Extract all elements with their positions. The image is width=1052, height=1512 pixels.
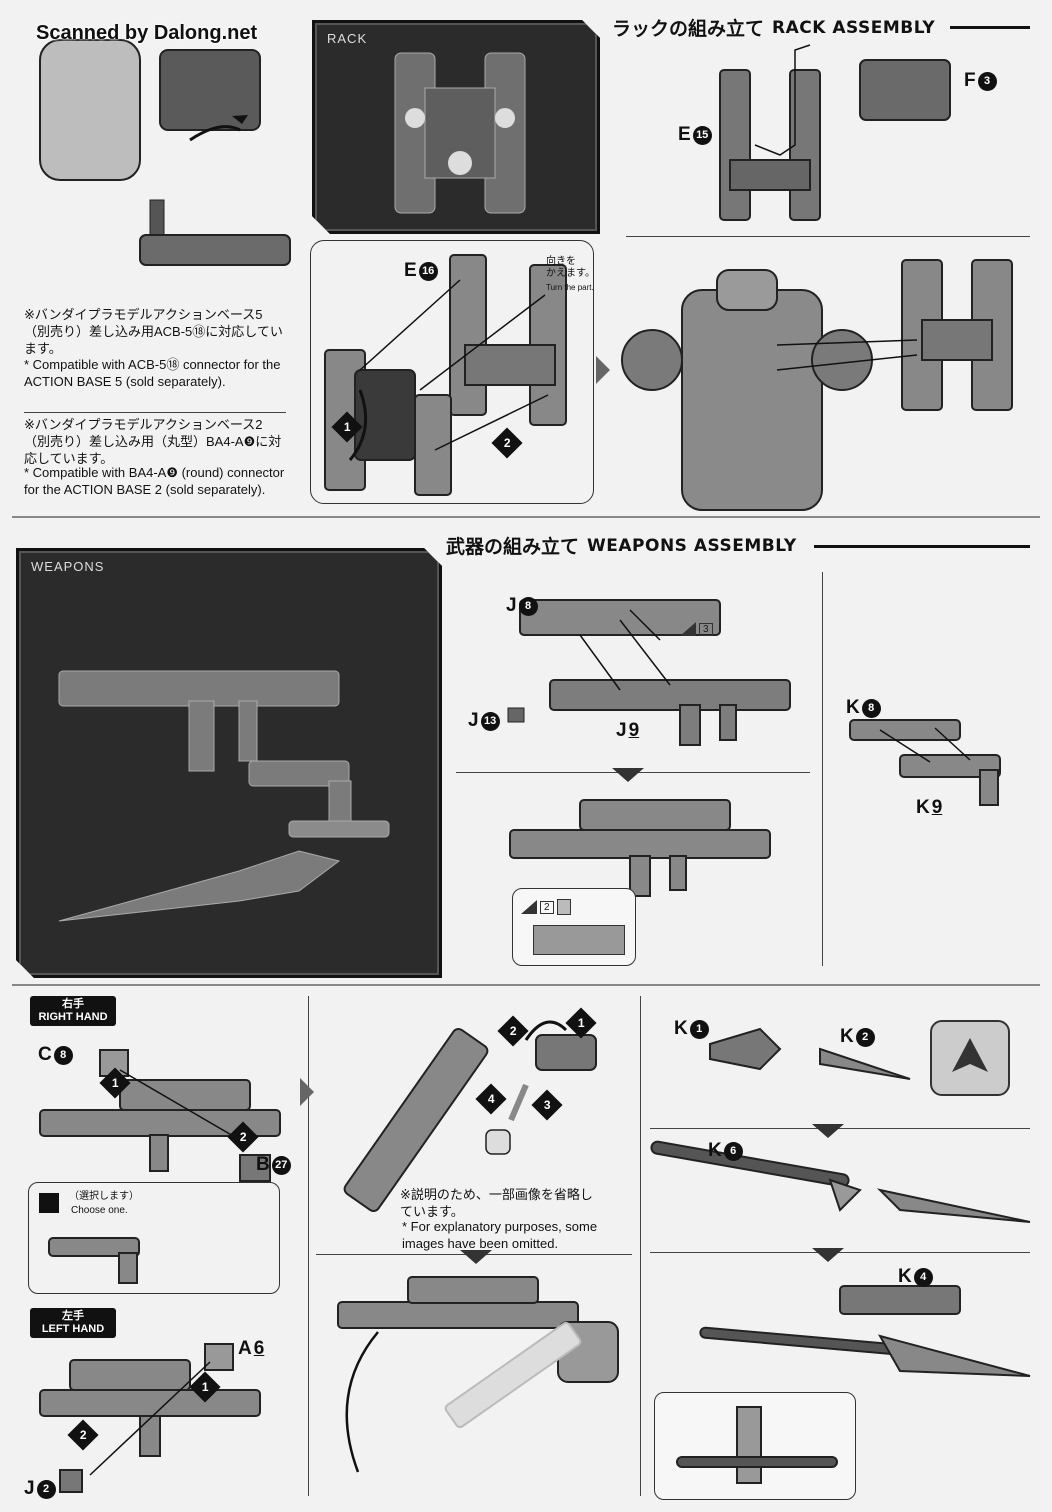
right-hand-tag: 右手 RIGHT HAND [30,996,116,1026]
choose-one-en: Choose one. [71,1205,128,1216]
notes-divider [24,412,286,413]
rifle-held-illustration [337,1276,619,1473]
seal-detail-box: 2 [512,888,636,966]
weapons-column-divider [822,572,823,966]
robot-with-rack-illustration [621,259,1013,511]
weapons-header-rule [814,545,1030,548]
weapons-preview-label: WEAPONS [31,559,105,574]
weapons-preview-panel: WEAPONS [16,548,442,978]
weapons-assembly-header: 武器の組み立て WEAPONS ASSEMBLY [446,532,797,559]
spear-shaft-illustration [650,1140,1031,1223]
base-note-1-en: * Compatible with ACB-5⑱ connector for t… [24,357,281,389]
spear-complete-illustration [699,1285,1031,1377]
rack-header-jp: ラックの組み立て [612,18,765,40]
rack-flow-arrow [596,356,610,384]
rack-preview-label: RACK [327,31,368,46]
turn-part-note-jp: 向きを かえます。 [546,256,595,279]
stand-illustration [39,39,291,266]
left-hand-tag: 左手 LEFT HAND [30,1308,116,1338]
hands-flow-arrow [300,1078,314,1106]
weapons-preview-image [39,611,419,951]
rack-header-en: RACK ASSEMBLY [772,17,936,38]
hands-column-divider-1 [308,996,309,1496]
page-mid-divider [12,984,1040,986]
rack-part-e16-illustration [324,254,567,496]
rack-preview-panel: RACK [312,20,600,234]
rifle-right-hand-illustration [39,1049,281,1182]
choose-one-box: （選択します） Choose one. [28,1182,280,1294]
weapons-header-jp: 武器の組み立て [446,536,580,558]
omit-note-jp: ※説明のため、一部画像を省略しています。 [400,1187,593,1219]
base-note-2-en: * Compatible with BA4-A❾ (round) connect… [24,465,285,497]
rack-header-rule [950,26,1030,29]
rifle-complete-illustration [509,799,771,897]
weapons-header-en: WEAPONS ASSEMBLY [587,535,797,556]
rifle-left-hand-illustration [39,1343,261,1493]
k-part-assembly-illustration [849,719,1001,806]
spear-rack-inset-image [676,1406,838,1484]
rack-step-box [310,240,594,504]
turn-part-note-en: Turn the part. [546,283,594,292]
hands-column-divider-2 [640,996,641,1496]
choose-one-jp: （選択します） [69,1191,139,1202]
spear-flow-arrow-2 [812,1248,844,1262]
seal-3-marker: 3 [680,622,713,636]
rifle-assembly-illustration [507,599,791,746]
spear-detail-icon [952,1038,988,1072]
rack-assembly-header: ラックの組み立て RACK ASSEMBLY [612,14,935,41]
base-note-1-jp: ※バンダイプラモデルアクションベース5（別売り）差し込み用ACB-5⑱に対応して… [24,307,283,356]
page-top-divider [12,516,1040,518]
rack-preview-image [385,48,535,218]
base-note-2-jp: ※バンダイプラモデルアクションベース2（別売り）差し込み用（丸型）BA4-A❾に… [24,417,282,466]
spear-rack-inset [654,1392,856,1500]
spear-detail-inset [930,1020,1010,1096]
omit-note-en: * For explanatory purposes, some images … [402,1219,598,1251]
alt-weapon-illustration [48,1237,140,1284]
hand-grip-illustration [343,1020,597,1213]
rack-step-divider [626,236,1030,237]
spear-tip-illustration [709,1027,911,1080]
spear-flow-arrow-1 [812,1124,844,1138]
grip-flow-arrow [460,1250,492,1264]
watermark: Scanned by Dalong.net [36,22,258,44]
choose-icon [39,1193,59,1213]
weapons-flow-arrow [612,768,644,782]
rack-part-e15-illustration [719,44,951,221]
